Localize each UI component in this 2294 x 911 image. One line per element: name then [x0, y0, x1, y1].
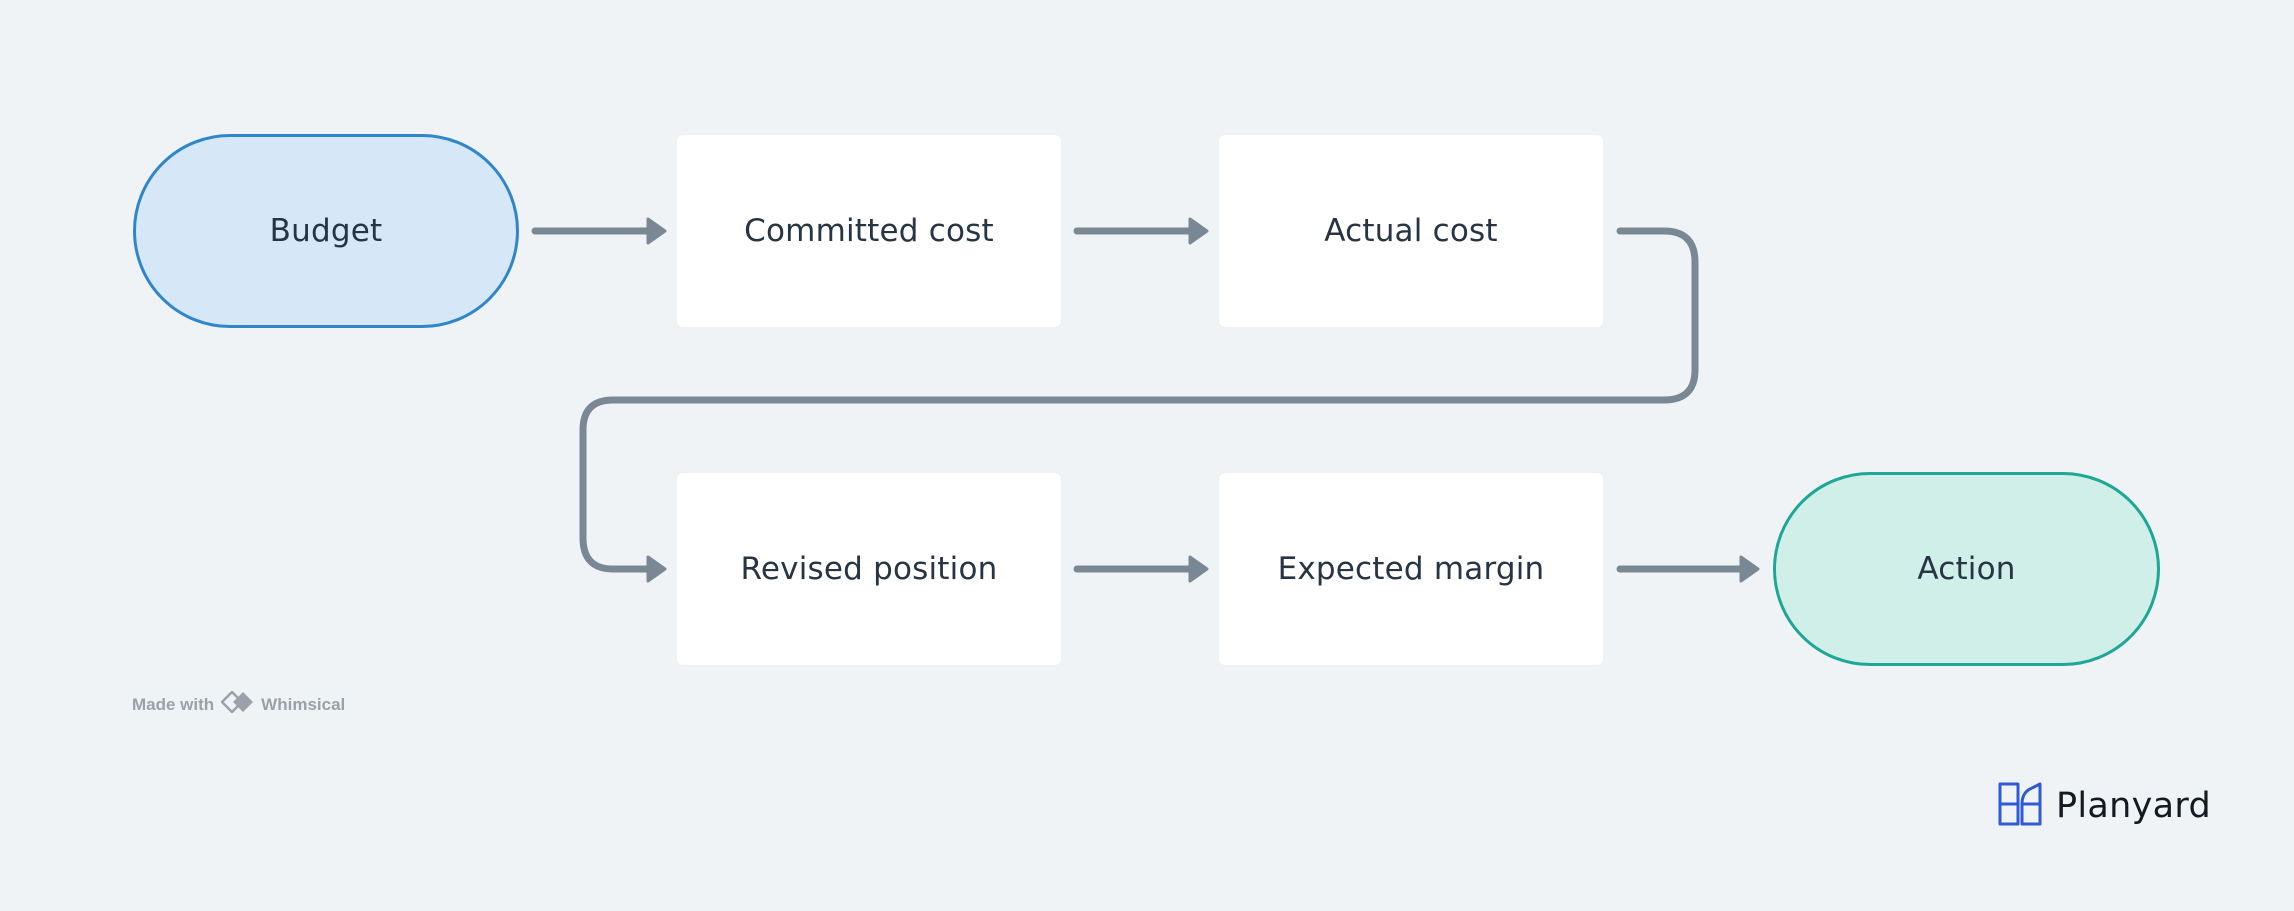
connector-actual-to-revised [579, 227, 1699, 583]
made-with-whimsical-watermark[interactable]: Made with Whimsical [132, 690, 346, 718]
node-action[interactable]: Action [1773, 472, 2160, 666]
node-expected-margin[interactable]: Expected margin [1219, 473, 1603, 665]
node-actual-cost[interactable]: Actual cost [1219, 135, 1603, 327]
planyard-logo-icon [1998, 782, 2042, 830]
whimsical-logo-icon [220, 690, 255, 718]
node-budget[interactable]: Budget [133, 134, 519, 328]
node-revised-position[interactable]: Revised position [677, 473, 1061, 665]
brand-name: Planyard [2056, 786, 2212, 826]
node-committed-cost[interactable]: Committed cost [677, 135, 1061, 327]
watermark-prefix: Made with [132, 694, 215, 714]
planyard-brand: Planyard [1998, 782, 2211, 830]
connector-revised-to-expected [1073, 555, 1209, 583]
connector-committed-to-actual [1073, 217, 1209, 245]
watermark-product: Whimsical [261, 694, 346, 714]
connector-budget-to-committed [531, 217, 667, 245]
connector-expected-to-action [1616, 555, 1760, 583]
